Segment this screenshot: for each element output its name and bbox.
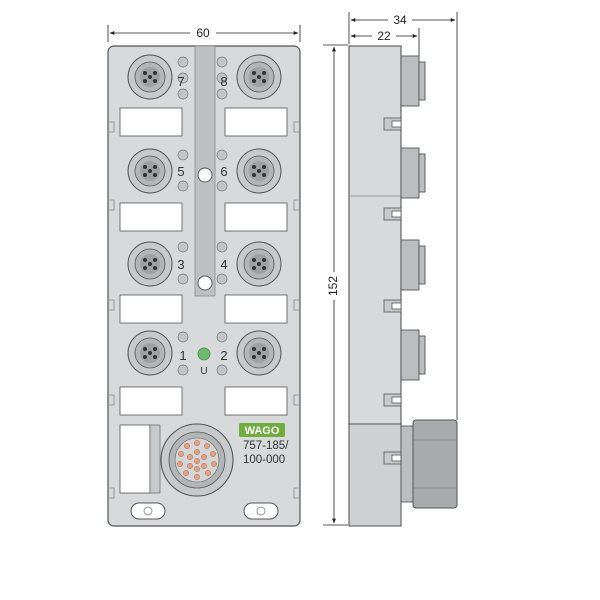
side-clips	[383, 117, 402, 465]
port-label-6: 6	[220, 164, 227, 179]
port-label-1: 1	[179, 348, 186, 363]
port-connector-1	[127, 330, 173, 376]
port-connector-8	[236, 54, 282, 100]
side-view	[348, 45, 458, 527]
side-grooves	[108, 121, 300, 499]
dimension-height-label: 152	[326, 276, 340, 296]
dimension-depth-body-label: 22	[377, 29, 391, 43]
dimension-height: 152	[323, 44, 348, 526]
status-led-u	[197, 347, 211, 361]
dimension-depth-total: 34	[348, 12, 458, 420]
main-connector-m23	[160, 423, 234, 497]
port-connector-7	[127, 54, 173, 100]
housing-side-base	[348, 423, 402, 527]
port-connector-6	[236, 148, 282, 194]
mounting-slot-right	[243, 502, 279, 520]
status-led-label: U	[200, 366, 207, 377]
dimension-depth-total-label: 34	[393, 13, 407, 27]
model-number-line2: 100-000	[243, 454, 285, 466]
port-connector-3	[127, 241, 173, 287]
port-label-5: 5	[177, 164, 184, 179]
dimension-depth-body: 22	[348, 28, 420, 60]
model-number-line1: 757-185/	[243, 440, 289, 452]
mounting-hole	[197, 275, 213, 291]
front-view: 7 8 5 6 3 4 1 2 U	[107, 45, 301, 527]
port-label-4: 4	[220, 257, 227, 272]
dimension-width: 60	[107, 25, 301, 42]
port-connector-4	[236, 241, 282, 287]
mounting-hole	[197, 167, 213, 183]
label-fields	[119, 107, 288, 416]
side-connector-stubs	[400, 55, 426, 381]
dimension-width-label: 60	[196, 26, 210, 40]
port-label-7: 7	[177, 74, 184, 89]
mounting-slot-left	[130, 502, 166, 520]
port-connector-2	[236, 330, 282, 376]
brand-logo	[239, 423, 285, 437]
port-connector-5	[127, 148, 173, 194]
led-indicators	[177, 56, 228, 376]
bottom-label-tab	[149, 424, 161, 494]
brand-logo-text: WAGO	[245, 425, 280, 437]
port-label-2: 2	[220, 348, 227, 363]
side-main-connector	[400, 419, 458, 509]
port-label-8: 8	[220, 74, 227, 89]
bottom-label-field	[119, 424, 151, 494]
port-label-3: 3	[177, 257, 184, 272]
